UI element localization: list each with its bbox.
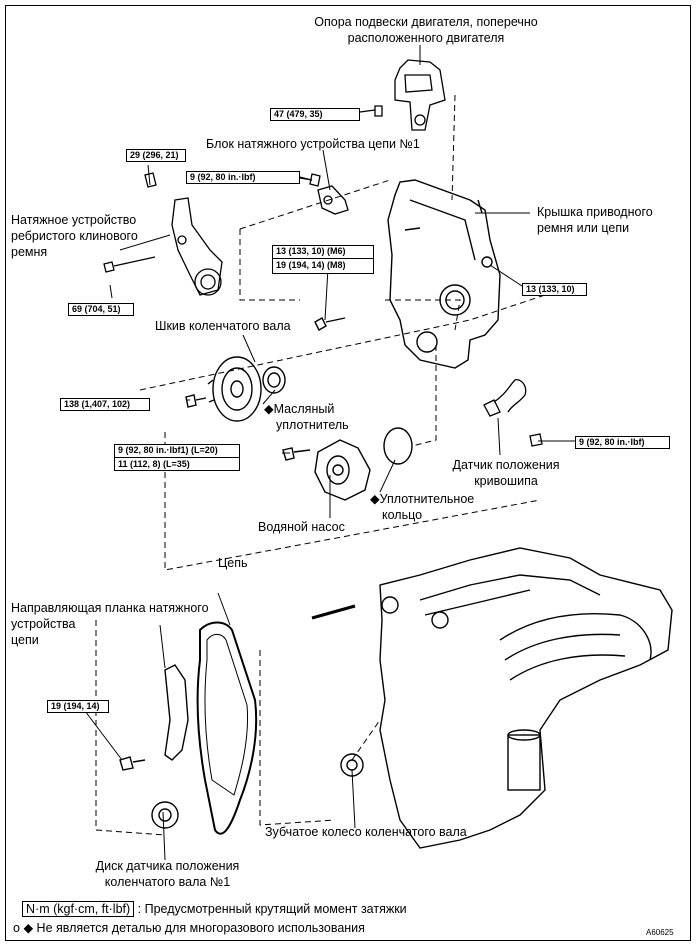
label-oil-seal-text1: Масляный	[273, 402, 335, 416]
torque-chain-tensioner-nut: 9 (92, 80 in.·lbf)	[186, 171, 300, 184]
timing-chain	[196, 621, 258, 835]
torque-cover-group: 13 (133, 10) (M6) 19 (194, 14) (M8)	[272, 245, 374, 274]
label-timing-cover: Крышка приводного ремня или цепи	[537, 204, 653, 236]
label-tensioner-slipper: Направляющая планка натяжного устройства…	[11, 600, 209, 648]
label-crank-pulley: Шкив коленчатого вала	[155, 319, 291, 333]
chain-tensioner	[299, 173, 349, 215]
torque-tensioner-bolt-top: 29 (296, 21)	[126, 149, 186, 162]
label-timing-cover-line1: Крышка приводного	[537, 205, 653, 219]
crank-sensor	[483, 379, 543, 447]
torque-sensor-bolt: 9 (92, 80 in.·lbf)	[575, 436, 670, 449]
legend-reuse-prefix: o	[13, 921, 20, 935]
label-tensioner-slipper-line3: цепи	[11, 633, 39, 647]
label-crank-sensor-plate-line2: коленчатого вала №1	[104, 875, 231, 889]
engine-mount	[359, 59, 446, 131]
legend-unit-text: : Предусмотренный крутящий момент затяжк…	[137, 902, 407, 916]
label-tensioner-slipper-line2: устройства	[11, 617, 76, 631]
label-o-ring-line1: ◆Уплотнительное	[370, 491, 474, 507]
label-chain-tensioner: Блок натяжного устройства цепи №1	[206, 137, 420, 151]
marker-diamond: ◆	[370, 492, 380, 506]
torque-cover-m8: 19 (194, 14) (M8)	[273, 258, 373, 271]
label-v-belt-tensioner: Натяжное устройство ребристого клинового…	[11, 212, 138, 260]
torque-slipper-bolt: 19 (194, 14)	[47, 700, 109, 713]
label-v-belt-tensioner-line2: ребристого клинового	[11, 229, 138, 243]
label-oil-seal-line2: уплотнитель	[276, 418, 349, 432]
engine-block	[379, 547, 673, 849]
label-crank-sensor-plate: Диск датчика положения коленчатого вала …	[80, 858, 255, 890]
label-tensioner-slipper-line1: Направляющая планка натяжного	[11, 601, 209, 615]
assembly-lines	[95, 94, 561, 836]
torque-crank-pulley-bolt: 138 (1,407, 102)	[60, 398, 150, 411]
legend-reuse-text: Не является деталью для многоразового ис…	[33, 921, 365, 935]
torque-belt-tensioner-bolt: 69 (704, 51)	[68, 303, 134, 316]
label-engine-mount: Опора подвески двигателя, поперечно расп…	[276, 14, 576, 46]
leader-lines	[81, 45, 575, 861]
figure-code: A60625	[646, 928, 674, 937]
timing-cover	[314, 179, 501, 369]
torque-mount-bolt: 47 (479, 35)	[270, 108, 360, 121]
torque-pump-l35: 11 (112, 8) (L=35)	[115, 457, 239, 470]
marker-diamond: ◆	[264, 402, 274, 416]
label-o-ring-line2: кольцо	[382, 508, 423, 522]
torque-pump-l20: 9 (92, 80 in.·lbf1) (L=20)	[118, 445, 218, 455]
label-chain: Цепь	[218, 556, 248, 570]
torque-cover-right: 13 (133, 10)	[522, 283, 587, 296]
label-water-pump: Водяной насос	[258, 520, 345, 534]
torque-pump-group: 9 (92, 80 in.·lbf1) (L=20) 11 (112, 8) (…	[114, 444, 240, 471]
diagram-frame	[5, 5, 691, 941]
label-oil-seal-line1: ◆Масляный	[264, 401, 349, 417]
label-v-belt-tensioner-line1: Натяжное устройство	[11, 213, 137, 227]
stud	[311, 604, 356, 620]
legend-unit-box: N·m (kgf·cm, ft·lbf)	[22, 901, 135, 917]
label-o-ring: ◆Уплотнительное кольцо	[370, 491, 474, 523]
label-crank-sensor: Датчик положения кривошипа	[436, 457, 576, 489]
legend-reuse-marker: ◆	[23, 921, 34, 935]
legend-reuse: o ◆ Не является деталью для многоразовог…	[13, 920, 365, 936]
tensioner-slipper	[119, 664, 189, 771]
label-v-belt-tensioner-line3: ремня	[11, 245, 48, 259]
crank-gears	[151, 753, 364, 829]
label-oil-seal: ◆Масляный уплотнитель	[264, 401, 349, 433]
label-engine-mount-line2: расположенного двигателя	[347, 31, 505, 45]
label-engine-mount-line1: Опора подвески двигателя, поперечно	[314, 15, 538, 29]
crank-pulley	[185, 356, 286, 422]
label-crank-sensor-plate-line1: Диск датчика положения	[95, 859, 240, 873]
label-o-ring-text1: Уплотнительное	[379, 492, 475, 506]
torque-cover-m6: 13 (133, 10) (M6)	[276, 246, 346, 256]
label-timing-cover-line2: ремня или цепи	[537, 221, 630, 235]
water-pump	[282, 427, 413, 501]
legend-torque: N·m (kgf·cm, ft·lbf) : Предусмотренный к…	[22, 901, 407, 917]
label-crank-gear: Зубчатое колесо коленчатого вала	[265, 825, 467, 839]
belt-tensioner	[103, 172, 223, 296]
label-crank-sensor-line1: Датчик положения	[452, 458, 560, 472]
label-crank-sensor-line2: кривошипа	[474, 474, 538, 488]
